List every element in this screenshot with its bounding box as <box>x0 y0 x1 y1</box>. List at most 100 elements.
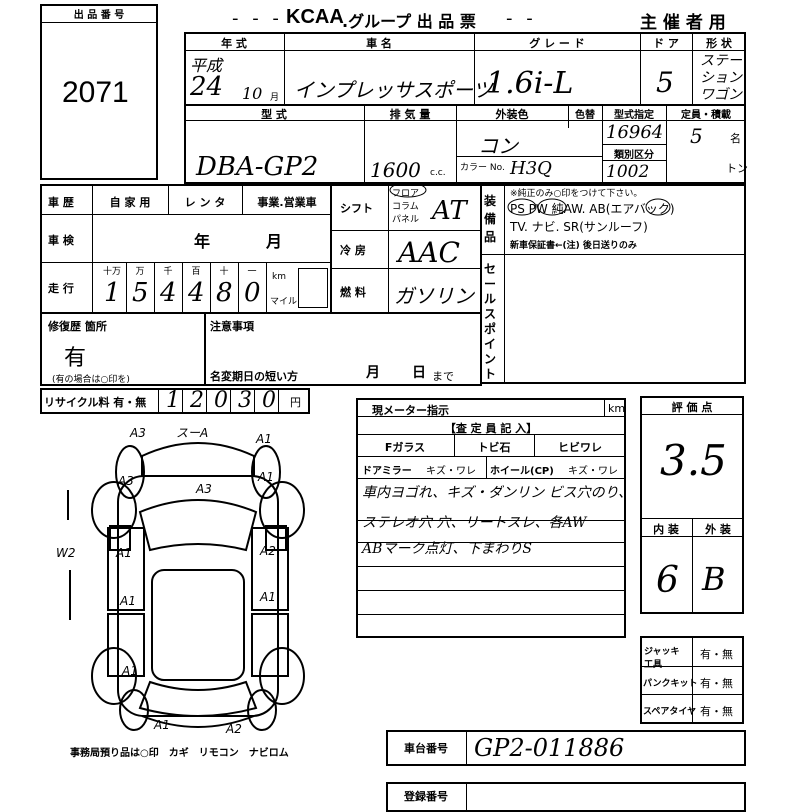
recycle-digit: 0 <box>214 388 228 413</box>
recycle-digit: 0 <box>262 388 276 413</box>
history-business: 事業.営業車 <box>257 196 317 209</box>
equipment-circles <box>507 198 671 216</box>
diagram-footer: 事務局預り品は○印 カギ リモコン ナビロム <box>70 748 289 759</box>
mileage-digit: 0 <box>244 278 261 308</box>
color-change-label: 色替 <box>575 110 595 121</box>
wheel-options: キズ・ワレ <box>568 466 618 477</box>
mileage-digit: 5 <box>132 278 149 308</box>
cc-unit: c.c. <box>430 168 446 178</box>
sale-point-label: セールスポイント <box>484 262 497 381</box>
type-designation-label: 型式指定 <box>614 110 654 121</box>
lot-number: 2071 <box>62 76 129 109</box>
meter-unit: km <box>608 402 626 415</box>
lot-number-label: 出 品 番 号 <box>73 10 125 21</box>
load-unit: トン <box>726 162 748 175</box>
organizer-label: 主 催 者 用 <box>640 13 726 33</box>
tool-spare-tire-label: スペアタイヤ <box>643 707 697 717</box>
wheel-label: ホイール(CP) <box>490 466 554 477</box>
inspector-title: 【査 定 員 記 入】 <box>444 422 538 435</box>
doors-label: ド ア <box>653 37 679 50</box>
damage-mark: A1 <box>258 470 274 484</box>
mileage-label: 走 行 <box>48 282 74 295</box>
inspector-comment: ステレオ穴 穴、リートスレ、各AW <box>362 515 587 531</box>
color-number-label: カラー No. <box>460 163 505 173</box>
chassis-block <box>386 730 746 766</box>
damage-mark: A1 <box>116 546 132 560</box>
car-damage-diagram <box>67 442 305 731</box>
km-checkbox <box>298 268 328 308</box>
capacity-unit: 名 <box>730 132 741 145</box>
capacity-value: 5 <box>690 124 703 148</box>
recycle-digit: 3 <box>238 388 252 413</box>
color-number-value: H3Q <box>510 158 552 179</box>
name-label: 車 名 <box>366 37 392 50</box>
mirror-options: キズ・ワレ <box>426 466 476 477</box>
shift-value: AT <box>432 196 467 226</box>
type-number-value: 16964 <box>606 122 664 143</box>
header-dash-right: - - <box>506 8 537 29</box>
history-label: 車 歴 <box>48 196 74 209</box>
year-value: 24 <box>190 72 224 102</box>
shift-column: コラム <box>392 202 419 212</box>
digit-unit-1k: 千 <box>163 267 173 277</box>
displacement-label: 排 気 量 <box>389 108 431 121</box>
damage-mark: A1 <box>256 432 272 446</box>
interior-grade: 6 <box>656 560 679 601</box>
inspection-month-unit: 月 <box>266 232 283 251</box>
inspector-comment: 車内ヨゴれ、キズ・ダンリン ビス穴のり、 <box>362 485 633 501</box>
damage-mark: W2 <box>56 546 76 560</box>
crack-label: ヒビワレ <box>558 441 602 454</box>
deadline-until: まで <box>432 370 454 383</box>
km-unit: km <box>272 272 286 282</box>
glass-label: Fガラス <box>384 441 426 454</box>
tool-jack-label: ジャッキ 工具 <box>644 647 680 670</box>
notes-label: 注意事項 <box>210 320 254 333</box>
damage-mark: A3 <box>196 482 212 496</box>
damage-mark: A3 <box>118 474 134 488</box>
grade-value: 1.6i-L <box>486 66 574 101</box>
class-label: 類別区分 <box>614 150 654 161</box>
exterior-grade: B <box>702 560 726 598</box>
exterior-label: 外 装 <box>705 523 731 536</box>
month-unit: 月 <box>270 93 280 103</box>
mileage-digit: 4 <box>160 278 177 308</box>
equipment-line-3: 新車保証書←(注) 後日送りのみ <box>510 241 637 251</box>
deadline-label: 名変期日の短い方 <box>210 370 298 383</box>
equipment-line-1: PS PW 純AW. AB(エアバック) <box>510 202 675 216</box>
digit-unit-10: 十 <box>219 267 229 277</box>
digit-unit-100: 百 <box>191 267 201 277</box>
fuel-value: ガソリン <box>394 284 474 308</box>
equipment-note: ※純正のみ○印をつけて下さい。 <box>510 189 643 199</box>
ac-value: AAC <box>398 236 460 269</box>
shift-floor-circle <box>389 182 427 198</box>
mileage-digit: 8 <box>216 278 233 308</box>
tool-repair-kit-value: 有・無 <box>700 677 733 690</box>
recycle-block <box>40 388 310 414</box>
recycle-digit: 2 <box>190 388 204 413</box>
deadline-month: 月 <box>366 365 380 381</box>
repair-value: 有 <box>64 346 87 371</box>
stone-chip-label: トビ石 <box>477 441 511 454</box>
damage-mark: A3 <box>130 426 146 440</box>
class-number-value: 1002 <box>606 162 650 182</box>
mileage-digit: 1 <box>104 278 121 308</box>
color-value: コン <box>478 134 518 158</box>
vehicle-name: インプレッサスポーツ <box>294 78 493 102</box>
notes-block <box>204 312 482 386</box>
shape-label: 形 状 <box>706 37 732 50</box>
damage-mark: A2 <box>226 722 242 736</box>
registration-label: 登録番号 <box>404 790 448 803</box>
capacity-label: 定員・積載 <box>681 110 731 121</box>
inspection-label: 車 検 <box>48 234 74 247</box>
tool-repair-kit-label: パンクキット <box>643 679 698 689</box>
shift-label: シフト <box>340 202 373 215</box>
fuel-label: 燃 料 <box>340 286 366 299</box>
equipment-block <box>480 184 746 384</box>
damage-mark: スーA <box>176 426 209 440</box>
damage-mark: A1 <box>260 590 276 604</box>
displacement-value: 1600 <box>370 158 421 182</box>
digit-unit-1: 一 <box>247 267 257 277</box>
tool-jack-value: 有・無 <box>700 648 733 661</box>
shape-line-3: ワゴン <box>700 87 742 103</box>
recycle-unit: 円 <box>290 396 301 409</box>
